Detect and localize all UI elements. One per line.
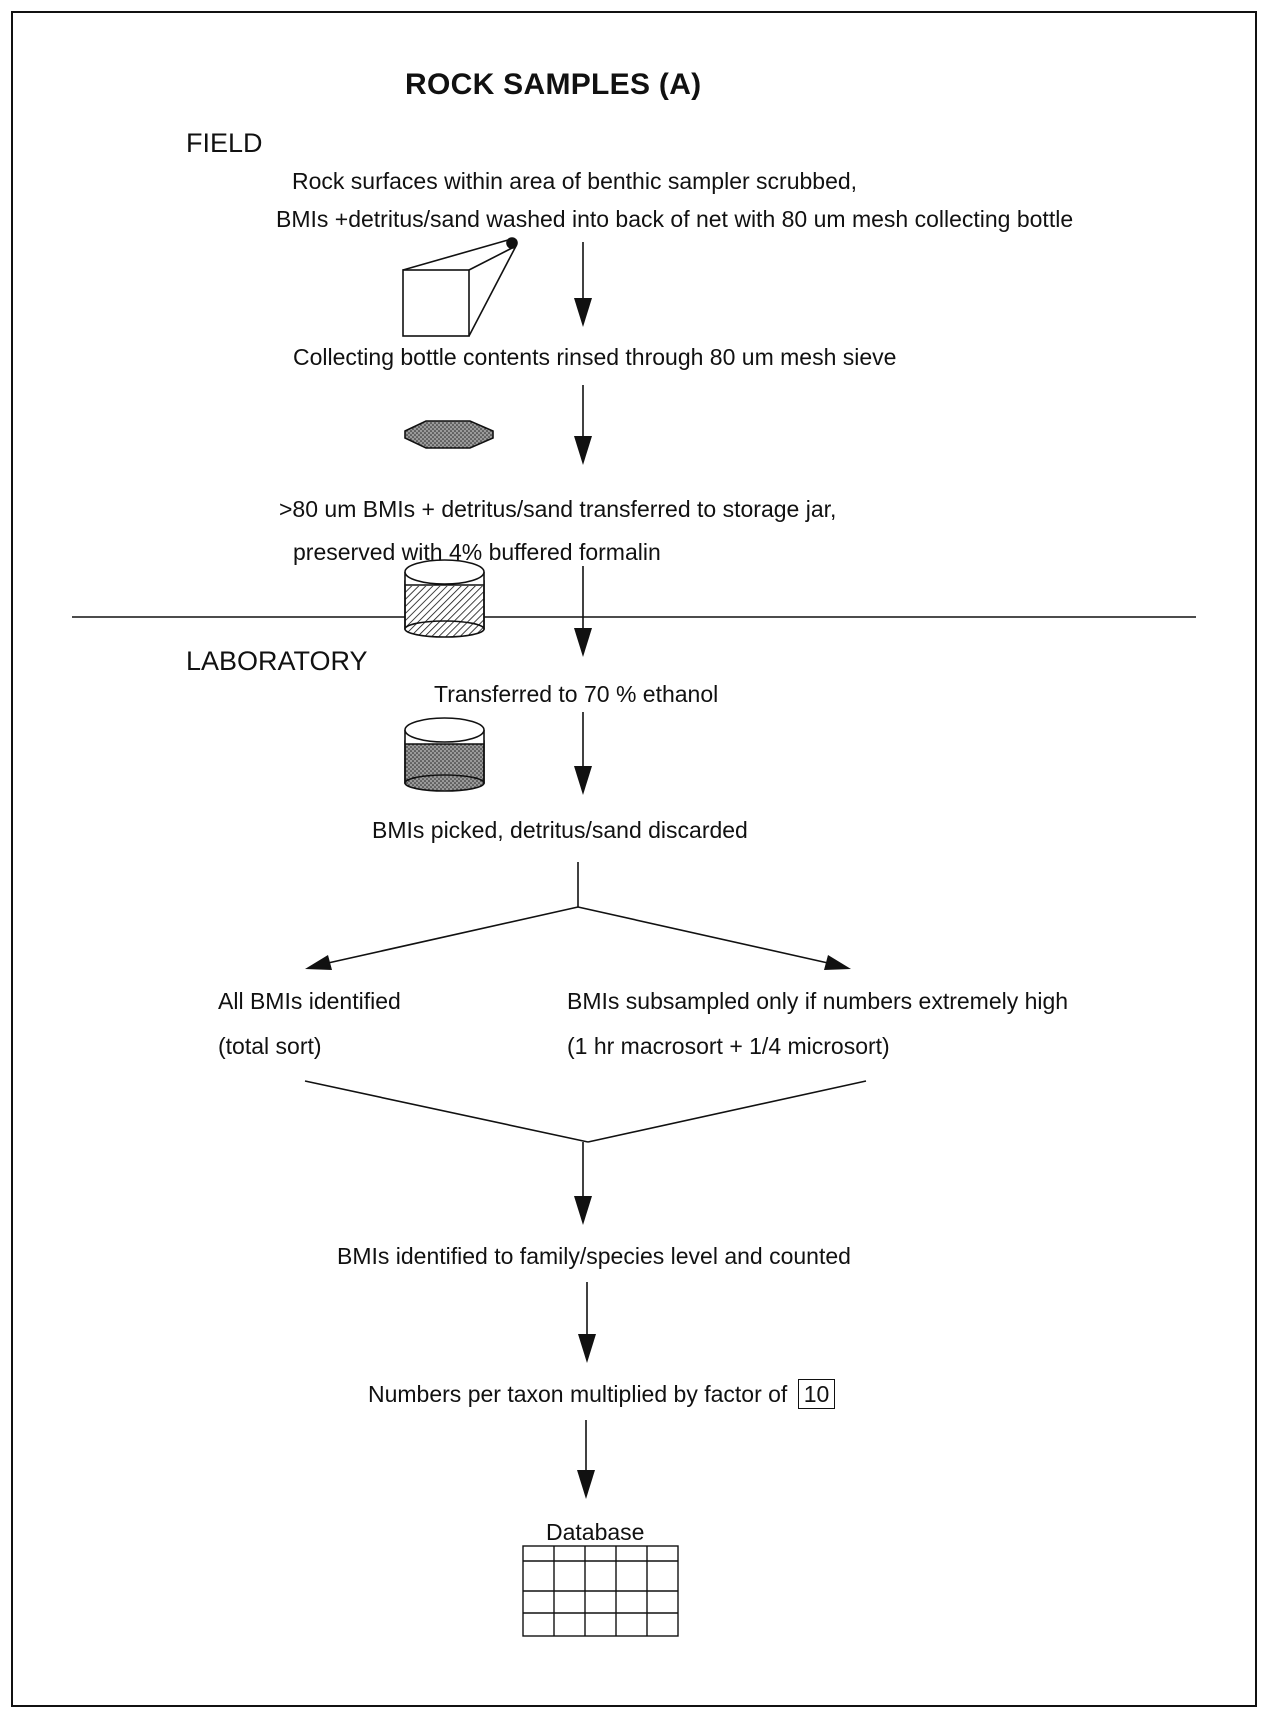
section-field: FIELD [186,128,263,158]
step-multiplied-text: Numbers per taxon multiplied by factor o… [368,1381,788,1407]
step-all-identified-line1: All BMIs identified [218,988,401,1014]
step-all-identified-line2: (total sort) [218,1033,322,1059]
section-laboratory: LABORATORY [186,646,368,676]
ethanol-jar-icon [404,717,485,792]
step-transfer-line2: preserved with 4% buffered formalin [293,539,661,565]
formalin-jar-icon [404,559,485,638]
diagram-frame [11,11,1257,1707]
benthic-sampler-icon [402,237,518,337]
database-grid-icon [522,1545,679,1637]
diagram-title: ROCK SAMPLES (A) [405,68,702,101]
arrow-ethanol-to-picked [574,712,592,795]
flow-arrows [574,242,596,1499]
step-identified-counted: BMIs identified to family/species level … [337,1243,851,1269]
database-label: Database [546,1519,645,1545]
step-ethanol: Transferred to 70 % ethanol [434,681,719,707]
factor-value-box: 10 [797,1379,836,1409]
arrow-transfer-to-ethanol [574,566,592,657]
step-scrub-line2: BMIs +detritus/sand washed into back of … [276,206,1074,232]
split-branch [305,862,851,970]
arrow-multiplied-to-database [577,1420,595,1499]
step-scrub-line1: Rock surfaces within area of benthic sam… [292,168,858,194]
step-subsampled-line2: (1 hr macrosort + 1/4 microsort) [567,1033,890,1059]
step-multiplied: Numbers per taxon multiplied by factor o… [368,1379,836,1409]
arrow-scrub-to-rinse [574,242,592,327]
sieve-icon [404,420,494,449]
step-rinse: Collecting bottle contents rinsed throug… [293,344,897,370]
merge-lines [304,1080,867,1143]
step-subsampled-line1: BMIs subsampled only if numbers extremel… [567,988,1069,1014]
step-transfer-line1: >80 um BMIs + detritus/sand transferred … [279,496,837,522]
arrow-merge-to-identified [574,1142,592,1225]
step-picked: BMIs picked, detritus/sand discarded [372,817,748,843]
arrow-identified-to-multiplied [578,1282,596,1363]
arrow-rinse-to-transfer [574,385,592,465]
